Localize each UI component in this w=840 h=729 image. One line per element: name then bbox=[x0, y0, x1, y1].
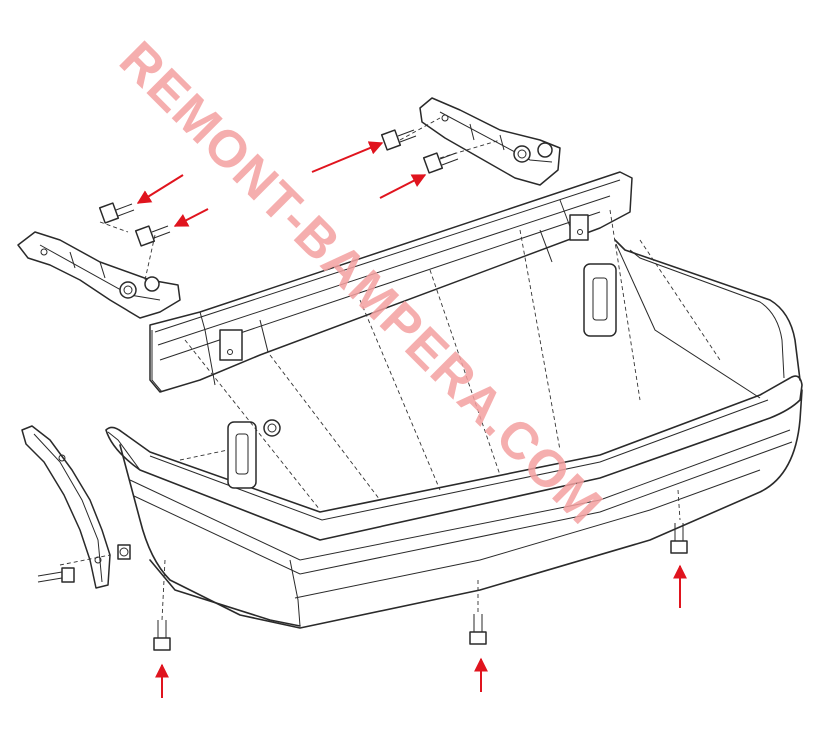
bolt-bottom-center bbox=[469, 614, 487, 645]
bolt-side-2 bbox=[117, 544, 131, 560]
bolt-side-1 bbox=[37, 567, 75, 583]
arrow-top-left-2 bbox=[173, 208, 209, 227]
bumper-isolator-right bbox=[583, 263, 617, 337]
bolt-top-left-1 bbox=[98, 202, 135, 224]
right-mounting-bracket bbox=[419, 97, 561, 186]
arrow-top-left-1 bbox=[136, 174, 184, 204]
arrow-top-right-1 bbox=[311, 141, 384, 173]
bolt-top-right-2 bbox=[422, 152, 459, 174]
side-guide-bracket bbox=[21, 425, 111, 589]
bolt-bottom-right bbox=[670, 523, 688, 554]
bolt-bottom-left bbox=[153, 620, 171, 651]
arrow-top-right-2 bbox=[379, 174, 427, 199]
rear-bumper-cover bbox=[105, 239, 803, 629]
bumper-reinforcement-beam bbox=[149, 171, 633, 393]
red-indicator-arrows bbox=[136, 141, 687, 698]
left-mounting-bracket bbox=[17, 231, 181, 319]
bolt-top-right-1 bbox=[380, 129, 417, 151]
bolt-top-left-2 bbox=[134, 225, 171, 247]
bumper-isolator-left bbox=[227, 419, 281, 489]
